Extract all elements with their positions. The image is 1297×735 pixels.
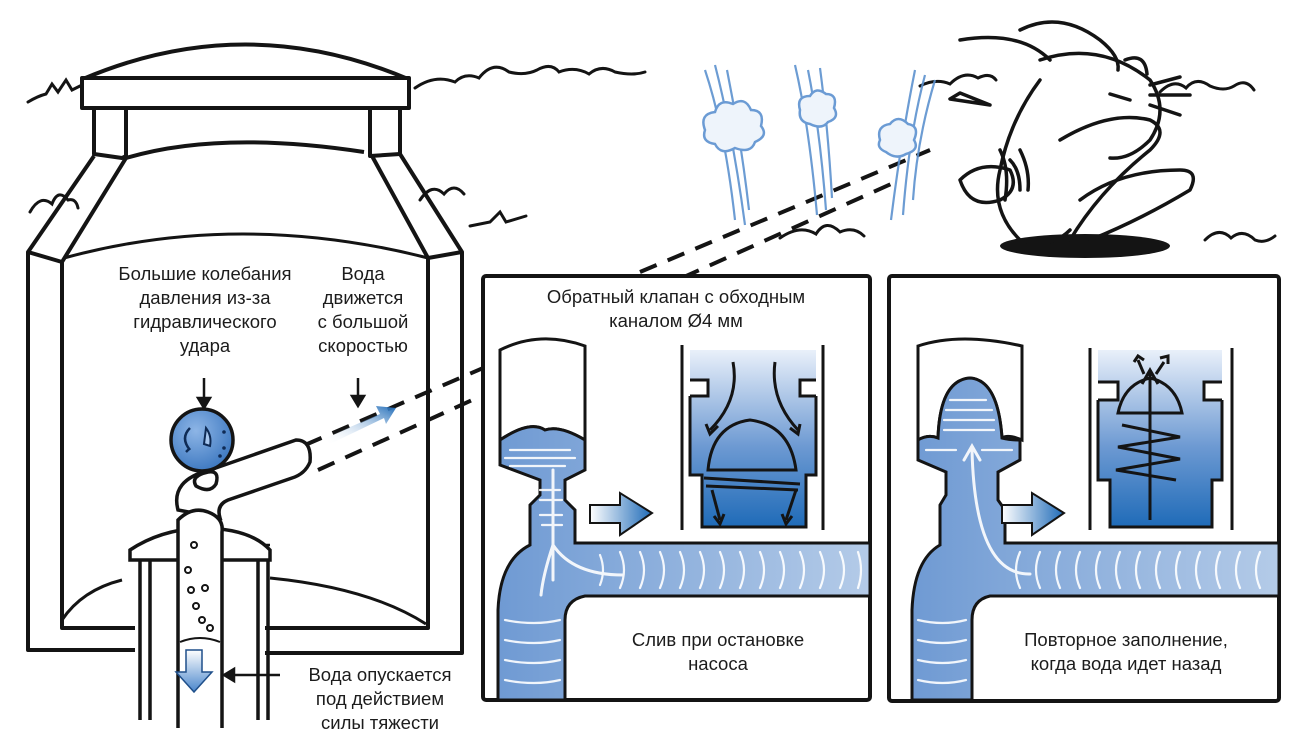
label-line: Вода [341, 263, 385, 284]
label-line: скоростью [318, 335, 408, 356]
label-pressure-fluctuation: Большие колебания давления из-за гидравл… [82, 262, 328, 358]
label-line: гидравлического [133, 311, 277, 332]
water-splash-clouds [702, 89, 918, 158]
label-line: под действием [315, 688, 445, 709]
down-arrow-icon [174, 649, 214, 694]
label-line: движется [322, 287, 404, 308]
pressure-gauge-icon [169, 407, 235, 473]
label-line: насоса [688, 653, 748, 674]
label-line: каналом Ø4 мм [609, 310, 743, 331]
well-left-post [92, 106, 128, 160]
check-valve-open [680, 345, 825, 530]
water-pipe-right [910, 376, 1281, 702]
label-high-speed-water: Вода движется с большой скоростью [298, 262, 428, 358]
well-cap-slab [80, 76, 411, 110]
well-outer-wall-right [265, 152, 464, 655]
label-line: удара [179, 335, 231, 356]
rabbit-illustration [948, 20, 1196, 258]
flow-arrow-icon [325, 406, 396, 444]
label-line: силы тяжести [320, 712, 440, 733]
discharge-pipe [175, 438, 312, 521]
label-line: Обратный клапан с обходным [546, 286, 806, 307]
label-line: давления из-за [139, 287, 271, 308]
label-line: Большие колебания [118, 263, 292, 284]
well-right-post [368, 106, 402, 158]
check-valve-closed [1088, 348, 1234, 530]
gauge-stem [192, 470, 219, 492]
rabbit-shadow [1000, 234, 1170, 258]
panel-left [481, 274, 872, 702]
panel-left-title: Обратный клапан с обходным каналом Ø4 мм [488, 285, 864, 333]
label-line: когда вода идет назад [1030, 653, 1222, 674]
well-cap-dome [81, 42, 410, 81]
pump-pipe-assembly [169, 407, 312, 521]
zoom-arrow-icon [1001, 491, 1066, 537]
label-line: Слив при остановке [631, 629, 805, 650]
well-casing [26, 42, 464, 655]
panel-right-caption: Повторное заполнение, когда вода идет на… [978, 628, 1274, 676]
well-head [128, 508, 272, 728]
zoom-arrow-icon [589, 491, 654, 537]
label-line: с большой [317, 311, 409, 332]
label-line: Повторное заполнение, [1024, 629, 1228, 650]
well-outer-wall-left [26, 154, 135, 652]
label-gravity-drain: Вода опускается под действием силы тяжес… [280, 663, 480, 735]
label-line: Вода опускается [308, 664, 452, 685]
panel-right [887, 274, 1281, 703]
panel-left-caption: Слив при остановке насоса [572, 628, 864, 676]
